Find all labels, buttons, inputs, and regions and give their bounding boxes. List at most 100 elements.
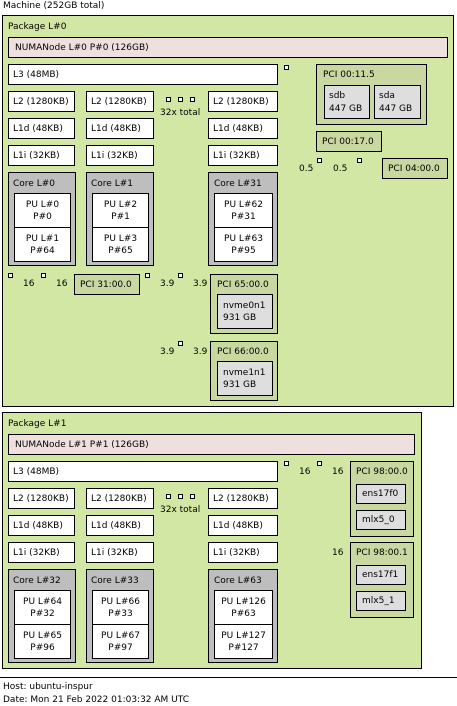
machine-title: Machine (252GB total) — [3, 1, 105, 11]
pu-number: P#0 — [33, 212, 52, 222]
network-device: ens17f0 — [356, 484, 406, 504]
l1i-cache: L1i (32KB) — [208, 145, 278, 166]
pu-label: PU L#127 — [221, 631, 266, 641]
bandwidth-label: 16 — [299, 467, 311, 477]
l1i-cache: L1i (32KB) — [8, 145, 75, 166]
l2-cache: L2 (1280KB) — [86, 488, 154, 509]
bridge-port — [178, 341, 183, 346]
l1i-label: L1i (32KB) — [91, 151, 138, 161]
pu-number: P#65 — [108, 246, 133, 256]
l1d-cache: L1d (48KB) — [86, 118, 154, 139]
device-name: nvme1n1 — [223, 368, 266, 378]
l2-label: L2 (1280KB) — [91, 494, 147, 504]
bandwidth-label: 16 — [332, 467, 344, 477]
core-label: Core L#63 — [214, 576, 262, 586]
pu-number: P#95 — [231, 246, 256, 256]
bandwidth-label: 0.5 — [333, 164, 348, 174]
ellipsis-marker — [178, 97, 183, 102]
network-device: mlx5_1 — [356, 591, 406, 611]
l3-cache-1: L3 (48MB) — [8, 461, 278, 482]
l2-cache: L2 (1280KB) — [8, 488, 75, 509]
l1i-cache: L1i (32KB) — [86, 542, 154, 563]
bandwidth-label: 16 — [332, 548, 344, 558]
pu-label: PU L#63 — [224, 234, 263, 244]
block-device: sda 447 GB — [374, 85, 421, 119]
total-count: 32x total — [160, 505, 201, 515]
pu-label: PU L#66 — [101, 597, 140, 607]
pu-number: P#96 — [30, 643, 55, 653]
l1i-label: L1i (32KB) — [13, 548, 60, 558]
pu: PU L#64 P#32 — [14, 590, 71, 625]
date-label: Date: Mon 21 Feb 2022 01:03:32 AM UTC — [3, 695, 190, 705]
pci-label: PCI 98:00.1 — [356, 548, 408, 558]
device-name: ens17f0 — [362, 489, 399, 499]
bridge-port — [178, 273, 183, 278]
pu-number: P#97 — [108, 643, 133, 653]
core-label: Core L#0 — [13, 179, 55, 189]
pu: PU L#63 P#95 — [214, 227, 273, 262]
pci-device: PCI 04:00.0 — [382, 158, 448, 179]
ellipsis-marker — [190, 494, 195, 499]
l1i-label: L1i (32KB) — [13, 151, 60, 161]
pci-label: PCI 00:17.0 — [322, 137, 374, 147]
total-count: 32x total — [160, 108, 201, 118]
pu: PU L#126 P#63 — [214, 590, 273, 625]
pci-label: PCI 98:00.0 — [356, 467, 408, 477]
package-0-label: Package L#0 — [8, 22, 67, 32]
pu-label: PU L#62 — [224, 200, 263, 210]
l3-cache-0: L3 (48MB) — [8, 64, 278, 85]
l2-label: L2 (1280KB) — [213, 97, 269, 107]
pu-label: PU L#0 — [25, 200, 60, 210]
pu-label: PU L#65 — [23, 631, 62, 641]
pu-number: P#31 — [231, 212, 256, 222]
pu-label: PU L#1 — [25, 234, 60, 244]
device-size: 931 GB — [223, 380, 257, 390]
numa-node-1-label: NUMANode L#1 P#1 (126GB) — [15, 440, 149, 450]
pu-number: P#63 — [231, 609, 256, 619]
pu-number: P#33 — [108, 609, 133, 619]
core-label: Core L#31 — [214, 179, 262, 189]
l2-cache: L2 (1280KB) — [208, 91, 278, 112]
l2-label: L2 (1280KB) — [91, 97, 147, 107]
pu: PU L#2 P#1 — [92, 193, 149, 228]
network-device: ens17f1 — [356, 565, 406, 585]
l1d-label: L1d (48KB) — [91, 521, 141, 531]
bridge-port — [284, 65, 289, 70]
core-label: Core L#33 — [91, 576, 139, 586]
pu-number: P#1 — [111, 212, 130, 222]
l3-cache-0-label: L3 (48MB) — [13, 70, 60, 80]
device-name: nvme0n1 — [223, 301, 266, 311]
device-size: 447 GB — [379, 104, 413, 114]
pu: PU L#67 P#97 — [92, 624, 149, 659]
l2-cache: L2 (1280KB) — [86, 91, 154, 112]
bandwidth-label: 3.9 — [193, 347, 208, 357]
l2-label: L2 (1280KB) — [13, 494, 69, 504]
ellipsis-marker — [190, 97, 195, 102]
l2-label: L2 (1280KB) — [213, 494, 269, 504]
l2-cache: L2 (1280KB) — [208, 488, 278, 509]
pu: PU L#3 P#65 — [92, 227, 149, 262]
pci-device: PCI 66:00.0 nvme1n1 931 GB — [210, 341, 278, 401]
package-1-label: Package L#1 — [8, 419, 67, 429]
network-device: mlx5_0 — [356, 510, 406, 530]
bridge-port — [317, 461, 322, 466]
bridge-port — [357, 158, 362, 163]
pci-label: PCI 66:00.0 — [217, 347, 269, 357]
core: Core L#33 PU L#66 P#33 PU L#67 P#97 — [86, 569, 154, 663]
block-device: nvme1n1 931 GB — [217, 361, 273, 396]
l1d-label: L1d (48KB) — [213, 521, 263, 531]
l1d-label: L1d (48KB) — [213, 124, 263, 134]
numa-node-0-label: NUMANode L#0 P#0 (126GB) — [15, 43, 149, 53]
ellipsis-marker — [178, 494, 183, 499]
bandwidth-label: 0.5 — [299, 164, 314, 174]
bridge-port — [41, 273, 46, 278]
pci-label: PCI 31:00.0 — [80, 280, 132, 290]
pci-device: PCI 98:00.0 ens17f0 mlx5_0 — [350, 461, 414, 537]
host-label: Host: ubuntu-inspur — [3, 682, 93, 692]
pci-label: PCI 00:11.5 — [323, 70, 375, 80]
l1i-cache: L1i (32KB) — [8, 542, 75, 563]
pu: PU L#66 P#33 — [92, 590, 149, 625]
device-name: mlx5_1 — [362, 596, 395, 606]
core: Core L#32 PU L#64 P#32 PU L#65 P#96 — [8, 569, 76, 663]
device-name: sda — [379, 91, 395, 101]
